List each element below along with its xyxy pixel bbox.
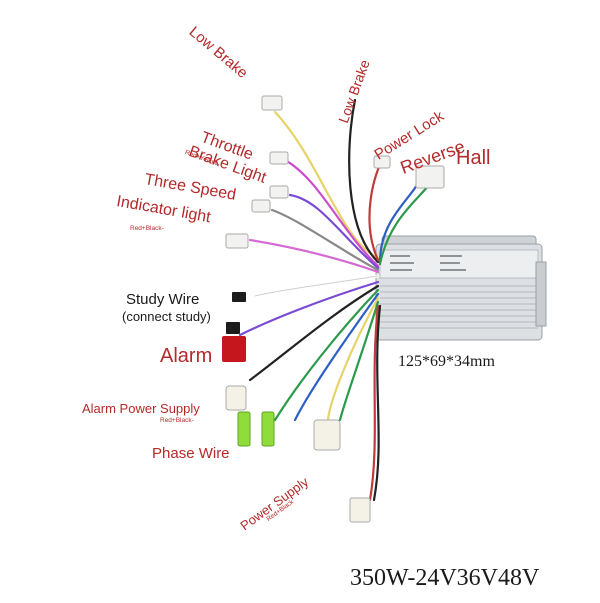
label-study-wire: Study Wire xyxy=(126,291,200,308)
label-alarm-power-sub: Red+Black- xyxy=(160,417,194,424)
connectors xyxy=(222,95,445,523)
label-alarm: Alarm xyxy=(160,345,213,367)
label-phase-wire: Phase Wire xyxy=(152,445,230,462)
label-hall: Hall xyxy=(456,147,491,169)
label-indicator-sub: Red+Black- xyxy=(130,225,164,232)
wire-harness xyxy=(238,98,434,502)
label-study-wire-sub: (connect study) xyxy=(122,309,211,324)
model-text: 350W-24V36V48V xyxy=(350,565,540,591)
controller-box xyxy=(375,235,547,341)
label-alarm-power-supply: Alarm Power Supply xyxy=(82,401,200,416)
dimensions-text: 125*69*34mm xyxy=(398,353,495,370)
